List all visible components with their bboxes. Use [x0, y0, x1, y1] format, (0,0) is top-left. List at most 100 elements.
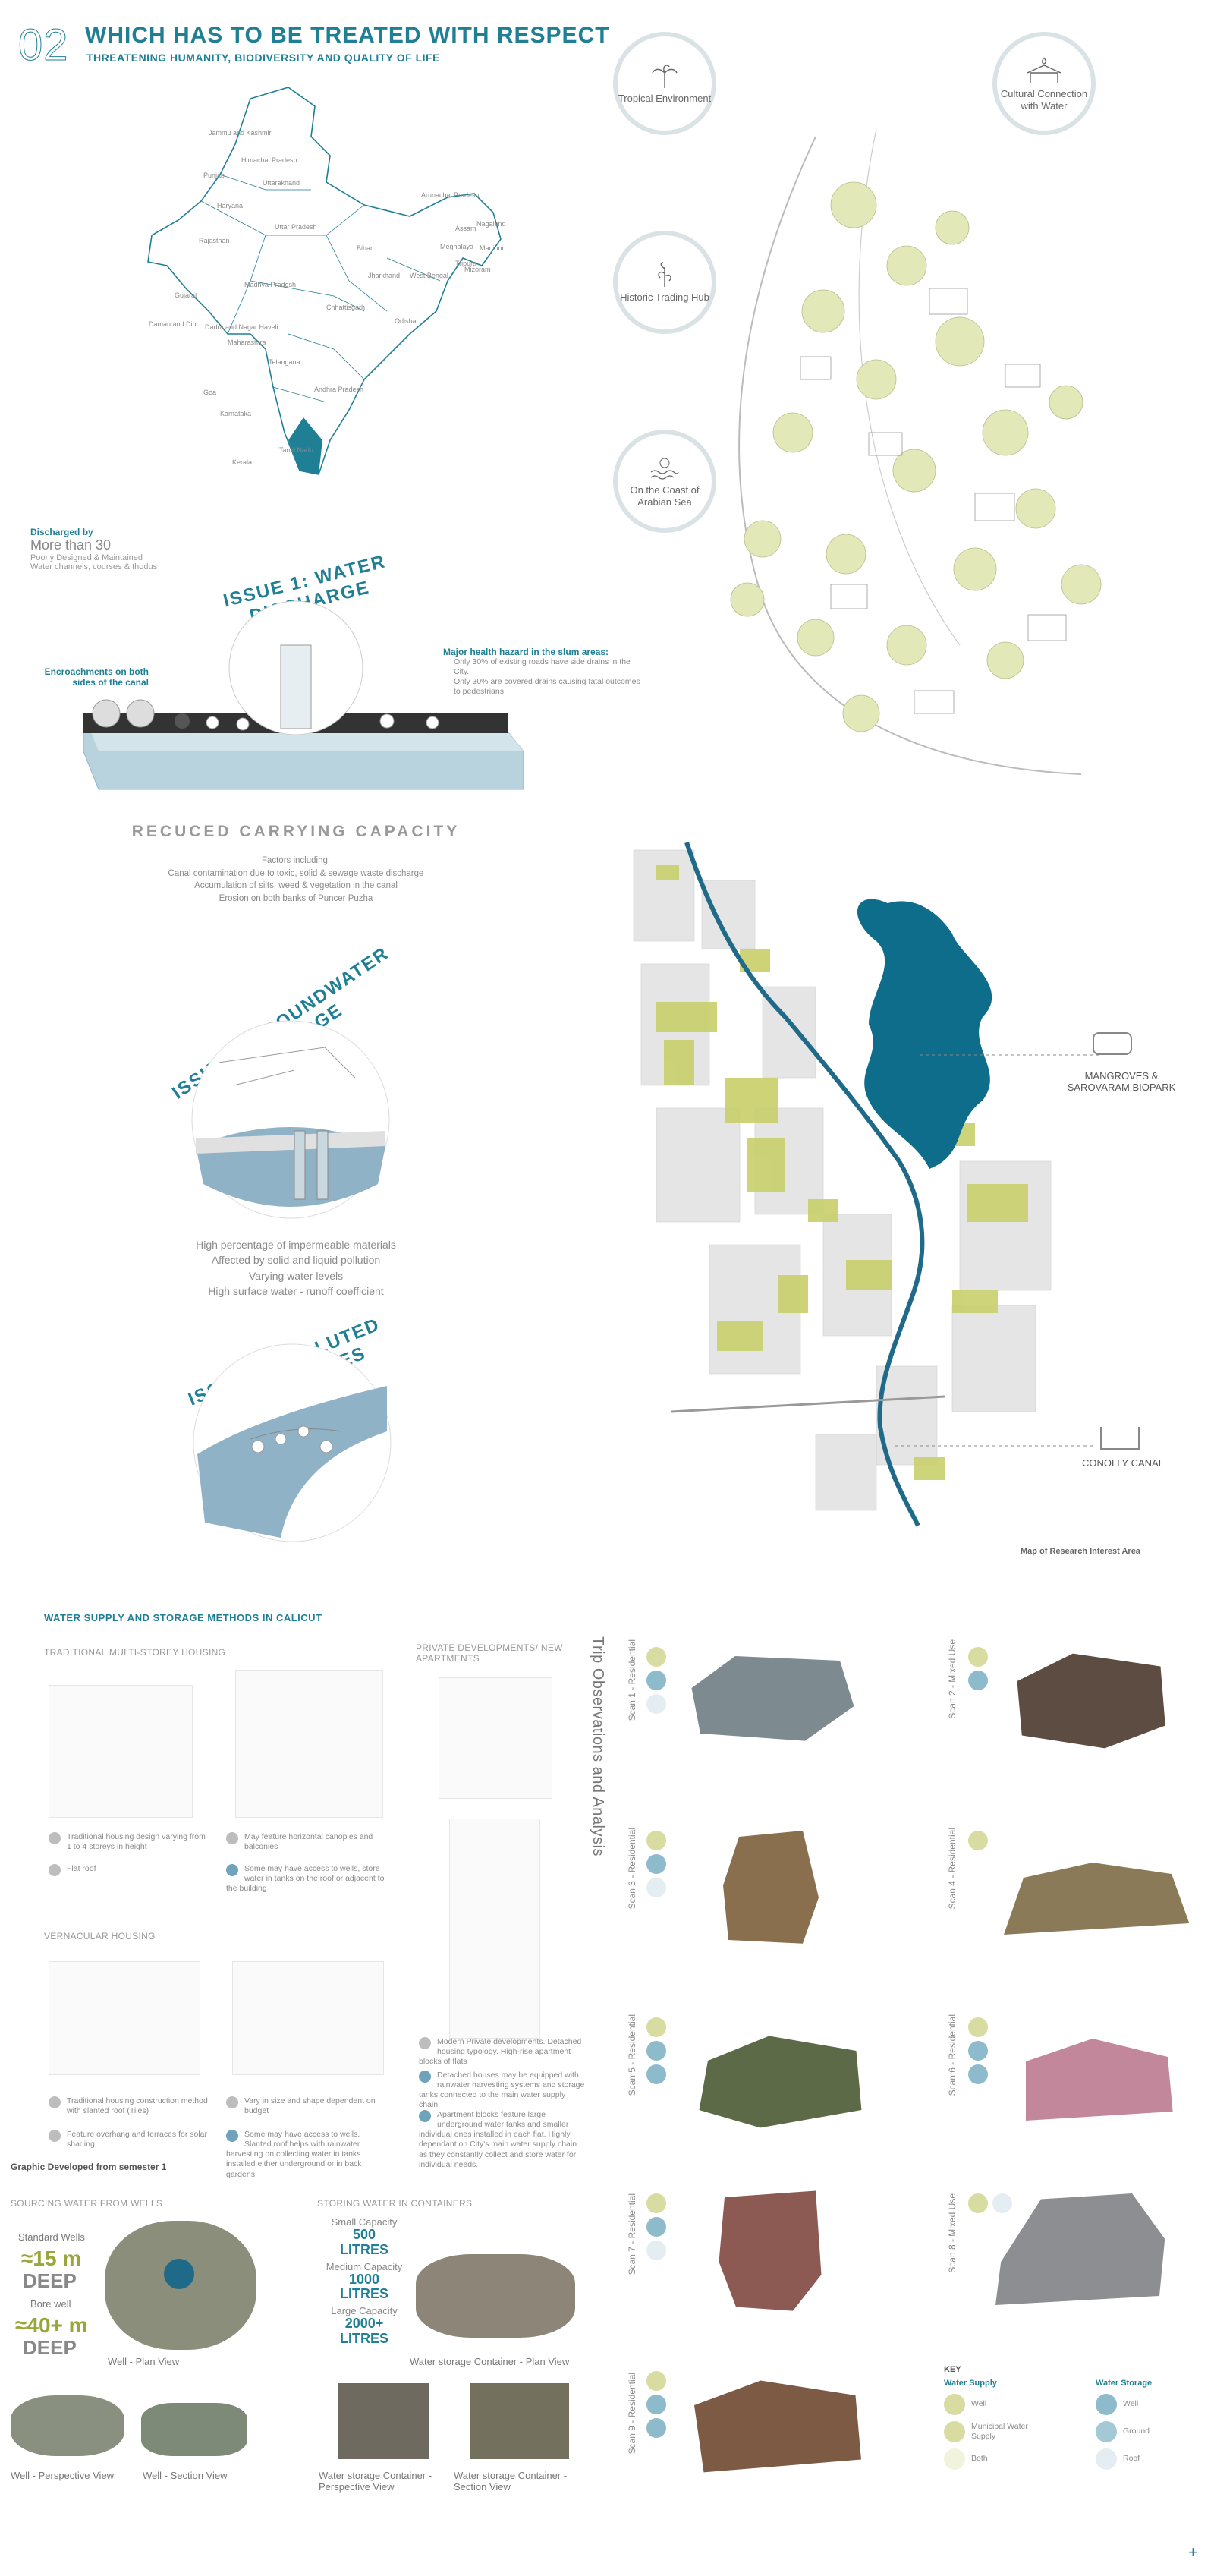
scan-photo — [995, 2193, 1165, 2305]
roof-key-icon — [1096, 2448, 1117, 2470]
state-label: Meghalaya — [440, 243, 474, 250]
private-note-1: Modern Private developments. Detached ho… — [419, 2037, 582, 2067]
scan-label: Scan 5 - Residential — [627, 2014, 637, 2096]
scan-label: Scan 4 - Residential — [947, 1828, 958, 1910]
scan-label: Scan 8 - Mixed Use — [947, 2193, 958, 2273]
containers-heading: STORING WATER IN CONTAINERS — [317, 2198, 473, 2209]
issue1-right-note: Major health hazard in the slum areas: O… — [443, 647, 640, 697]
graphic-credit: Graphic Developed from semester 1 — [11, 2162, 167, 2172]
container-persp-scan — [338, 2383, 429, 2459]
vernacular-1-sketch — [49, 1961, 200, 2075]
temple-icon — [1027, 57, 1061, 84]
scan-label: Scan 9 - Residential — [627, 2373, 637, 2455]
well-persp-scan — [11, 2395, 124, 2456]
scan-icons — [646, 2193, 666, 2264]
state-label: Andhra Pradesh — [314, 386, 364, 393]
vern-note-3: Feature overhang and terraces for solar … — [49, 2130, 208, 2149]
container-plan-label: Water storage Container - Plan View — [410, 2356, 570, 2367]
india-outline — [147, 87, 502, 475]
scan-icons — [646, 2371, 666, 2442]
supply-title: WATER SUPPLY AND STORAGE METHODS IN CALI… — [44, 1612, 322, 1623]
scan-icons — [646, 1647, 666, 1718]
well-plan-label: Well - Plan View — [108, 2356, 180, 2367]
state-label: Goa — [203, 389, 217, 396]
container-section-scan — [470, 2383, 569, 2459]
scan-icons — [968, 1831, 988, 1854]
well-persp-label: Well - Perspective View — [11, 2470, 115, 2481]
private-note-3: Apartment blocks feature large undergrou… — [419, 2110, 577, 2169]
scan-label: Scan 1 - Residential — [627, 1639, 637, 1721]
scan-label: Scan 6 - Residential — [947, 2014, 958, 2096]
state-label: Chhattisgarh — [326, 304, 366, 311]
wells-heading: SOURCING WATER FROM WELLS — [11, 2198, 163, 2209]
state-label: Rajasthan — [199, 237, 230, 244]
trad-note-1: Traditional housing design varying from … — [49, 1832, 208, 1852]
map-caption: Map of Research Interest Area — [1021, 1547, 1140, 1556]
container-section-label: Water storage Container - Section View — [454, 2470, 568, 2493]
state-label: Assam — [455, 225, 476, 232]
scan-icons — [646, 2017, 666, 2088]
scan-photo — [1004, 1863, 1190, 1935]
state-label: Uttarakhand — [263, 179, 300, 187]
state-label: Tamil Nadu — [279, 446, 314, 454]
mangroves-icon — [1093, 1032, 1132, 1055]
scan-label: Scan 2 - Mixed Use — [947, 1639, 958, 1719]
traditional-heading: TRADITIONAL MULTI-STOREY HOUSING — [44, 1647, 226, 1658]
plus-icon[interactable]: + — [1188, 2543, 1198, 2562]
aerial-sketch — [687, 114, 1142, 782]
state-label: Mizoram — [464, 266, 491, 273]
state-label: Odisha — [395, 317, 417, 325]
container-persp-label: Water storage Container - Perspective Vi… — [319, 2470, 432, 2493]
india-map — [137, 83, 531, 493]
capacity-list: Small Capacity 500 LITRES Medium Capacit… — [326, 2216, 403, 2346]
state-label: Bihar — [357, 244, 373, 252]
state-label: Haryana — [217, 202, 244, 209]
scan-photo — [694, 2380, 861, 2473]
state-label: Jharkhand — [368, 272, 401, 279]
trad-house-1-sketch — [49, 1685, 193, 1818]
scan-icons — [968, 1647, 988, 1694]
state-label: Maharashtra — [228, 339, 266, 346]
discharge-stats: Discharged by More than 30 Poorly Design… — [30, 527, 158, 572]
badge-coast: On the Coast of Arabian Sea — [613, 430, 716, 533]
standard-wells-label: Standard Wells — [18, 2231, 85, 2243]
badge-cultural: Cultural Connection with Water — [992, 32, 1096, 135]
well-plan-scan — [105, 2221, 256, 2350]
state-label: Himachal Pradesh — [241, 156, 297, 164]
mangroves-leader — [920, 1054, 1102, 1056]
state-label: Manipur — [480, 244, 505, 252]
scan-photo — [691, 1656, 854, 1741]
vernacular-heading: VERNACULAR HOUSING — [44, 1931, 156, 1941]
scan-icons — [968, 2193, 1012, 2217]
issue1-left-note: Encroachments on both sides of the canal — [44, 666, 149, 688]
state-label: Telangana — [269, 358, 300, 366]
trad-note-4: Some may have access to wells, store wat… — [226, 1864, 385, 1894]
trad-house-2-sketch — [235, 1670, 383, 1818]
well-section-scan — [141, 2403, 247, 2456]
private-house-sketch — [439, 1677, 552, 1799]
canal-leader — [895, 1445, 1093, 1447]
canal-line — [684, 842, 925, 1527]
trad-note-2: May feature horizontal canopies and balc… — [226, 1832, 385, 1852]
state-label: Punjab — [203, 172, 225, 179]
state-label: Karnataka — [220, 410, 252, 417]
private-note-2: Detached houses may be equipped with rai… — [419, 2071, 585, 2110]
canal-label: CONOLLY CANAL — [1082, 1457, 1164, 1469]
scan-label: Scan 3 - Residential — [627, 1828, 637, 1910]
page-title: WHICH HAS TO BE TREATED WITH RESPECT — [85, 23, 610, 48]
research-area-map — [626, 835, 1081, 1533]
badge-tropical: Tropical Environment — [613, 32, 716, 135]
standard-depth: ≈15 m — [21, 2247, 82, 2270]
palm-tree-icon — [652, 65, 678, 89]
state-label: Gujarat — [175, 291, 197, 299]
section-number: 02 — [18, 20, 69, 71]
capacity-factors: Factors including: Canal contamination d… — [168, 856, 424, 904]
vern-note-1: Traditional housing construction method … — [49, 2096, 208, 2116]
municipal-key-icon — [944, 2421, 965, 2442]
apartment-tower-sketch — [449, 1819, 540, 2039]
ground-key-icon — [1096, 2421, 1117, 2442]
state-label: Madhya Pradesh — [244, 281, 297, 288]
badge-historic: Historic Trading Hub — [613, 231, 716, 334]
spice-plant-icon — [658, 262, 671, 288]
scan-photo — [1026, 2039, 1173, 2121]
